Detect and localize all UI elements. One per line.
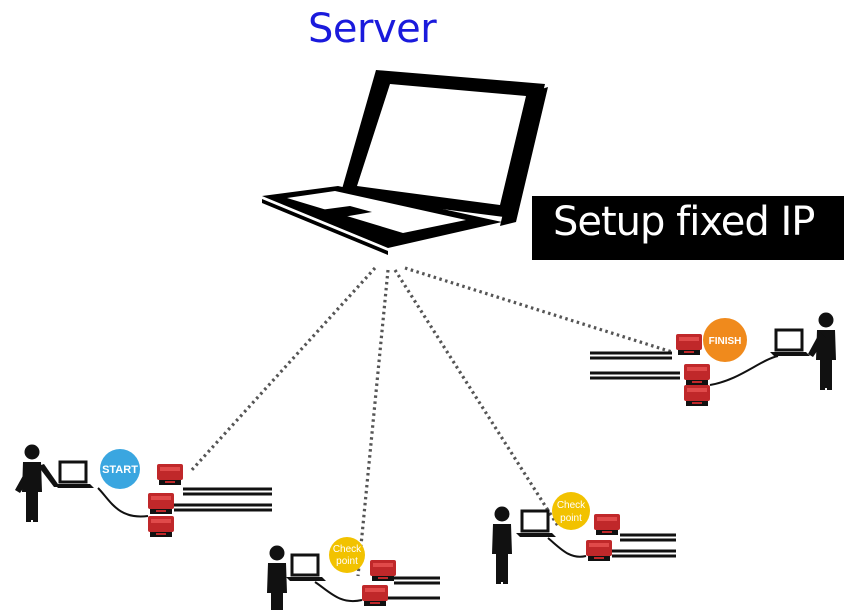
checkpoint1-badge-line2: point	[336, 556, 358, 567]
link-to-checkpoint2	[393, 269, 560, 527]
checkpoint2-badge-line1: Check	[557, 500, 586, 511]
link-to-finish	[404, 266, 673, 354]
setup-fixed-ip-label: Setup fixed IP	[553, 199, 815, 245]
start-badge	[100, 449, 140, 489]
checkpoint1-badge-line1: Check	[333, 544, 362, 555]
start-station: START	[15, 444, 272, 537]
checkpoint2-station: Check point	[492, 492, 676, 584]
setup-label-box	[532, 196, 844, 260]
finish-badge-label: FINISH	[709, 336, 742, 347]
link-to-checkpoint1	[356, 269, 390, 577]
finish-badge	[703, 318, 747, 362]
finish-station: FINISH	[590, 312, 836, 406]
server-laptop-icon	[262, 70, 548, 255]
start-badge-label: START	[102, 464, 138, 476]
checkpoint1-badge	[329, 537, 365, 573]
server-title: Server	[308, 6, 437, 52]
link-to-start	[188, 266, 377, 474]
checkpoint2-badge-line2: point	[560, 513, 582, 524]
network-links	[188, 266, 673, 577]
checkpoint1-station: Check point	[267, 537, 440, 610]
checkpoint2-badge	[552, 492, 590, 530]
